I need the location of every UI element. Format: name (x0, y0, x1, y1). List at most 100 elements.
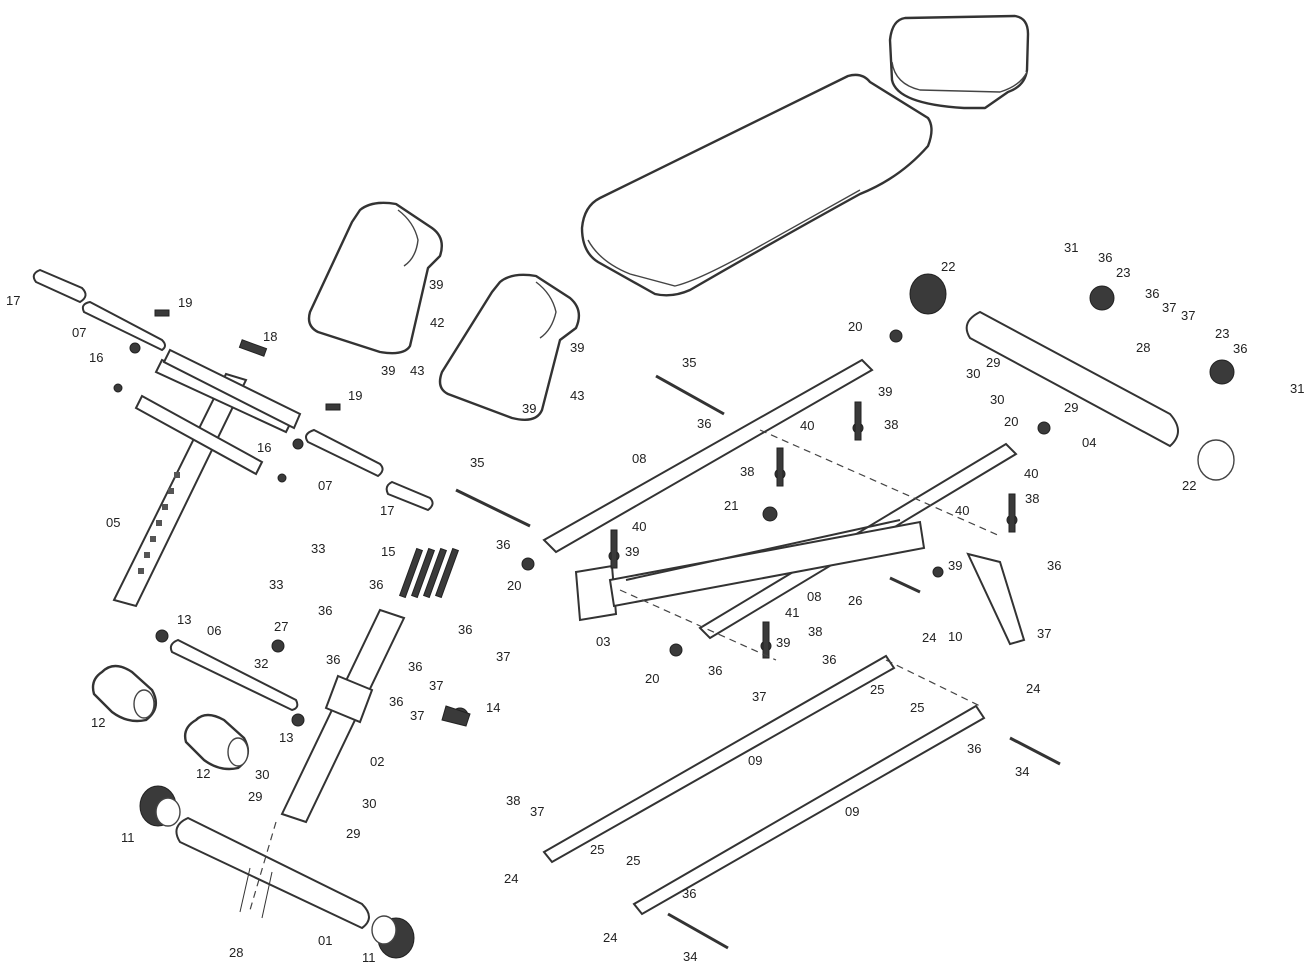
leg-pad-43-upper (307, 201, 443, 355)
tube-17-left (32, 268, 87, 304)
part-label: 36 (458, 622, 472, 637)
leg-pad-43-lower (438, 273, 581, 421)
part-label: 11 (362, 950, 376, 965)
part-label: 36 (326, 652, 340, 667)
part-label: 27 (274, 619, 288, 634)
rail-09-rear (632, 704, 986, 916)
part-label: 36 (682, 886, 696, 901)
roller-cap-11-b (371, 915, 415, 959)
part-label: 25 (590, 842, 604, 857)
part-label: 28 (229, 945, 243, 960)
part-label: 35 (682, 355, 696, 370)
part-label: 34 (1015, 764, 1029, 779)
part-label: 43 (570, 388, 584, 403)
part-label: 31 (1064, 240, 1078, 255)
part-label: 07 (318, 478, 332, 493)
part-label: 36 (369, 577, 383, 592)
part-label: 13 (177, 612, 191, 627)
part-label: 38 (740, 464, 754, 479)
part-label: 17 (380, 503, 394, 518)
part-label: 29 (986, 355, 1000, 370)
part-label: 03 (596, 634, 610, 649)
part-label: 19 (178, 295, 192, 310)
part-label: 17 (6, 293, 20, 308)
part-label: 36 (1098, 250, 1112, 265)
part-label: 39 (570, 340, 584, 355)
part-label: 24 (603, 930, 617, 945)
tube-17-right (385, 480, 434, 512)
part-label: 36 (496, 537, 510, 552)
part-label: 37 (410, 708, 424, 723)
small-parts-front (155, 547, 471, 919)
end-caps-22 (909, 273, 1235, 481)
part-label: 39 (625, 544, 639, 559)
handle-06 (169, 638, 299, 712)
front-base-tube-01 (175, 816, 370, 930)
part-label: 09 (748, 753, 762, 768)
part-label: 39 (381, 363, 395, 378)
tube-07-left (81, 300, 166, 352)
bolts-axles (455, 329, 1061, 950)
part-label: 39 (429, 277, 443, 292)
part-label: 19 (348, 388, 362, 403)
part-label: 24 (922, 630, 936, 645)
part-labels: 01 02 03 04 05 06 07 07 08 08 09 09 10 1… (6, 240, 1304, 965)
part-label: 36 (822, 652, 836, 667)
part-label: 22 (941, 259, 955, 274)
back-pad-41 (580, 73, 933, 297)
part-label: 21 (724, 498, 738, 513)
part-label: 25 (870, 682, 884, 697)
part-label: 24 (1026, 681, 1040, 696)
part-label: 18 (263, 329, 277, 344)
part-label: 36 (967, 741, 981, 756)
rail-08-upper (542, 358, 874, 554)
part-label: 32 (254, 656, 268, 671)
leg-10 (966, 552, 1026, 646)
part-label: 34 (683, 949, 697, 964)
part-label: 36 (708, 663, 722, 678)
seat-pad-42 (888, 14, 1030, 110)
part-label: 36 (1047, 558, 1061, 573)
part-label: 15 (381, 544, 395, 559)
part-label: 22 (1182, 478, 1196, 493)
tube-07-right (305, 428, 384, 478)
part-label: 16 (89, 350, 103, 365)
part-label: 30 (990, 392, 1004, 407)
part-label: 02 (370, 754, 384, 769)
part-label: 36 (318, 603, 332, 618)
part-label: 43 (410, 363, 424, 378)
part-label: 08 (807, 589, 821, 604)
part-label: 05 (106, 515, 120, 530)
part-label: 10 (948, 629, 962, 644)
part-label: 11 (121, 830, 135, 845)
part-label: 07 (72, 325, 86, 340)
part-label: 37 (1162, 300, 1176, 315)
part-label: 14 (486, 700, 500, 715)
part-label: 36 (408, 659, 422, 674)
part-label: 39 (522, 401, 536, 416)
part-label: 38 (808, 624, 822, 639)
part-label: 12 (196, 766, 210, 781)
part-label: 40 (955, 503, 969, 518)
part-label: 08 (632, 451, 646, 466)
part-label: 09 (845, 804, 859, 819)
foam-roller-12-b (183, 713, 250, 771)
part-label: 36 (1145, 286, 1159, 301)
part-label: 40 (800, 418, 814, 433)
part-label: 12 (91, 715, 105, 730)
part-label: 39 (878, 384, 892, 399)
part-label: 33 (269, 577, 283, 592)
part-label: 24 (504, 871, 518, 886)
part-label: 29 (248, 789, 262, 804)
part-label: 38 (1025, 491, 1039, 506)
main-frame-03 (574, 519, 926, 622)
part-label: 01 (318, 933, 332, 948)
part-label: 04 (1082, 435, 1096, 450)
part-label: 36 (389, 694, 403, 709)
part-label: 25 (910, 700, 924, 715)
dashed-assembly-lines (249, 429, 1001, 911)
part-label: 25 (626, 853, 640, 868)
part-label: 33 (311, 541, 325, 556)
part-label: 38 (506, 793, 520, 808)
